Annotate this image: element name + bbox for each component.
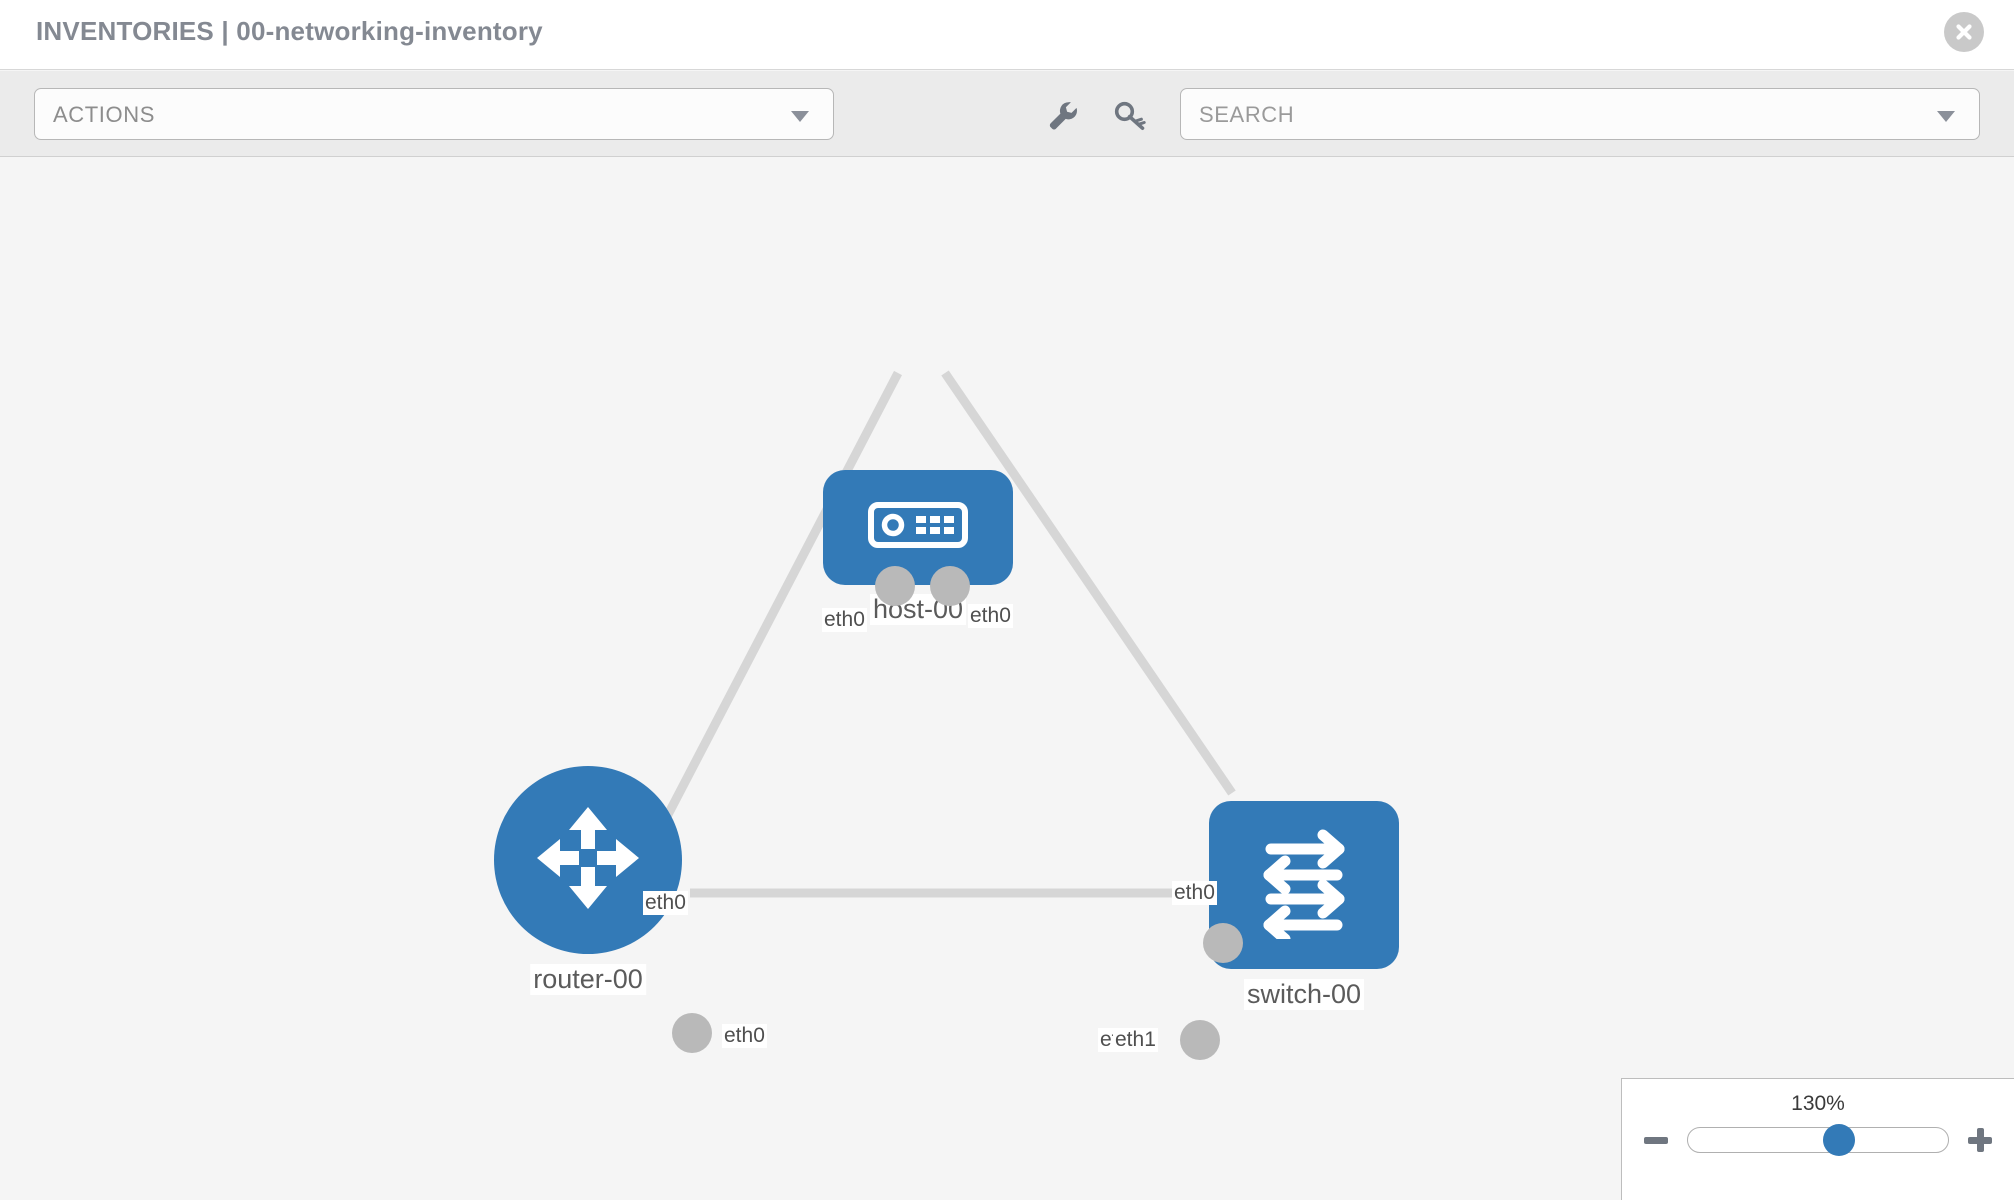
node-router-00-label: router-00 <box>530 964 646 995</box>
zoom-slider[interactable] <box>1687 1124 1949 1156</box>
iface-label-switch-left-b: eth1 <box>1113 1028 1158 1052</box>
switch-arrows-icon <box>1243 827 1365 944</box>
socket-switch-left[interactable] <box>1180 1020 1220 1060</box>
close-button[interactable] <box>1944 12 1984 52</box>
zoom-control-panel: 130% <box>1621 1078 2014 1200</box>
toolbar: ACTIONS SEARCH <box>0 71 2014 157</box>
topology-links <box>631 370 1236 898</box>
socket-switch-up[interactable] <box>1203 923 1243 963</box>
zoom-level-value: 130% <box>1791 1092 1845 1115</box>
link-host-router <box>631 370 902 881</box>
wrench-icon[interactable] <box>1044 97 1080 133</box>
zoom-out-button[interactable] <box>1641 1125 1671 1155</box>
page-header: INVENTORIES | 00-networking-inventory <box>0 0 2014 70</box>
iface-label-host-left: eth0 <box>822 608 867 632</box>
chevron-down-icon <box>791 111 809 122</box>
node-host-00[interactable]: host-00 <box>823 470 1013 625</box>
search-placeholder: SEARCH <box>1199 102 1295 127</box>
node-switch-00-label: switch-00 <box>1243 979 1365 1010</box>
socket-host-left[interactable] <box>875 566 915 606</box>
topology-canvas[interactable]: host-00 eth0 eth0 <box>0 158 2014 1200</box>
node-host-00-shape[interactable] <box>823 470 1013 585</box>
node-router-00-shape[interactable] <box>494 766 682 954</box>
router-arrows-icon <box>527 797 649 924</box>
server-icon <box>868 502 968 553</box>
actions-dropdown[interactable]: ACTIONS <box>34 88 834 140</box>
link-host-switch <box>941 370 1236 796</box>
node-router-00[interactable]: router-00 <box>494 766 682 995</box>
socket-host-right[interactable] <box>930 566 970 606</box>
actions-dropdown-label: ACTIONS <box>53 102 155 127</box>
key-icon[interactable] <box>1112 97 1148 133</box>
iface-label-host-right: eth0 <box>968 604 1013 628</box>
zoom-control-row <box>1622 1124 2014 1156</box>
zoom-slider-thumb[interactable] <box>1822 1124 1855 1156</box>
close-icon <box>1953 21 1975 43</box>
page-title: INVENTORIES | 00-networking-inventory <box>36 16 543 46</box>
socket-router-right[interactable] <box>672 1013 712 1053</box>
chevron-down-icon[interactable] <box>1937 111 1955 122</box>
plus-icon <box>1977 1128 1984 1152</box>
iface-label-router-up: eth0 <box>643 891 688 915</box>
topology-graph: host-00 eth0 eth0 <box>0 158 2014 1200</box>
search-input[interactable]: SEARCH <box>1180 88 1980 140</box>
minus-icon <box>1644 1137 1668 1144</box>
iface-label-switch-up: eth0 <box>1172 881 1217 905</box>
iface-label-router-right: eth0 <box>722 1024 767 1048</box>
zoom-in-button[interactable] <box>1965 1125 1995 1155</box>
